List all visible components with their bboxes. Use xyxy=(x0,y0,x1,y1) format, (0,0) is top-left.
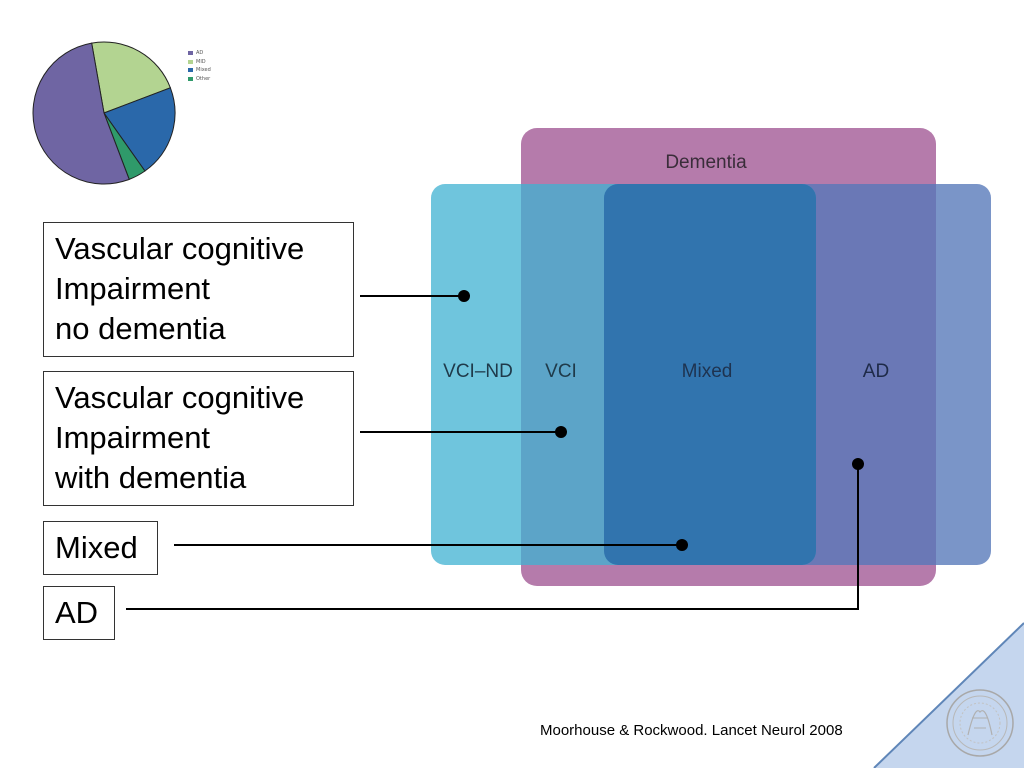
vci-nd-label: VCI–ND xyxy=(443,361,513,382)
legend-swatch xyxy=(188,76,193,81)
callout-line: Impairment xyxy=(55,271,211,306)
callout-vci-no-dementia: Vascular cognitive Impairment no dementi… xyxy=(43,222,354,357)
legend-item: Other xyxy=(188,75,211,84)
callout-vci-with-dementia: Vascular cognitive Impairment with demen… xyxy=(43,371,354,506)
callout-line: Mixed xyxy=(55,530,138,565)
pie-slice-ad xyxy=(32,42,130,185)
legend-label: Mixed xyxy=(196,67,211,74)
legend-item: MID xyxy=(188,58,211,67)
citation: Moorhouse & Rockwood. Lancet Neurol 2008 xyxy=(540,722,843,739)
callout-line: Impairment xyxy=(55,420,211,455)
legend-label: Other xyxy=(196,75,211,82)
callout-line: Vascular cognitive xyxy=(55,231,305,266)
legend-swatch xyxy=(188,59,193,64)
legend-item: AD xyxy=(188,49,211,58)
connector-dot-mixed xyxy=(676,539,688,551)
dementia-label: Dementia xyxy=(665,152,747,173)
legend-label: MID xyxy=(196,58,206,65)
callout-line: no dementia xyxy=(55,311,226,346)
ad-label: AD xyxy=(863,361,889,382)
connector-dot-vci xyxy=(555,426,567,438)
callout-ad: AD xyxy=(43,586,115,640)
vci-label: VCI xyxy=(545,361,577,382)
callout-line: with dementia xyxy=(55,460,247,495)
legend-swatch xyxy=(188,51,193,56)
university-seal-icon xyxy=(946,689,1014,757)
pie-slice-mixed xyxy=(103,87,176,172)
callout-mixed: Mixed xyxy=(43,521,158,575)
legend-swatch xyxy=(188,68,193,73)
mixed-label: Mixed xyxy=(682,361,733,382)
legend-label: AD xyxy=(196,50,204,57)
connector-dot-vci-nd xyxy=(458,290,470,302)
pie-chart xyxy=(32,41,176,185)
mixed-region xyxy=(604,184,816,565)
callout-line: Vascular cognitive xyxy=(55,380,305,415)
corner-decoration-border xyxy=(873,622,1024,768)
legend-item: Mixed xyxy=(188,66,211,75)
callout-line: AD xyxy=(55,595,99,630)
connector-dot-ad xyxy=(852,458,864,470)
connector-ad xyxy=(126,464,859,610)
